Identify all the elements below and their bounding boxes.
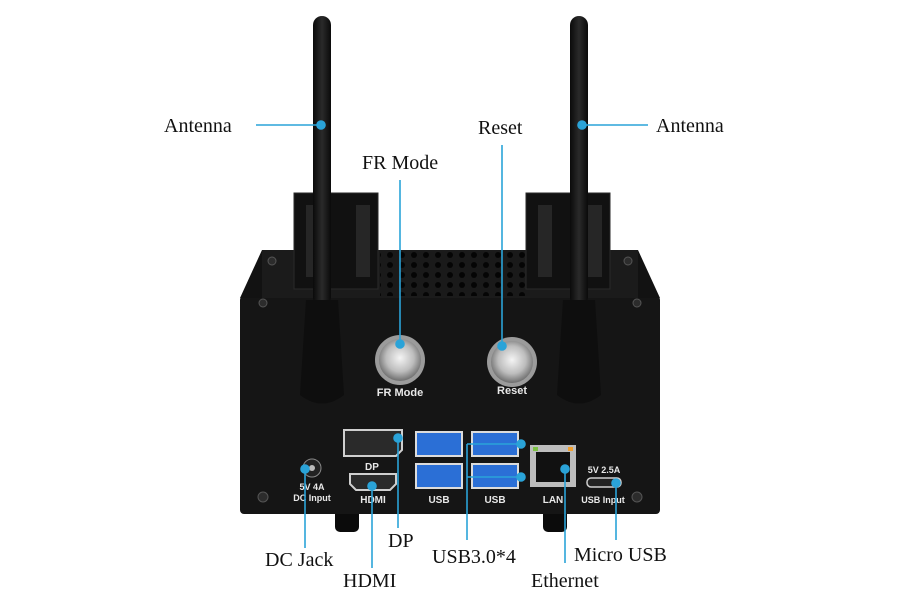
reset-button xyxy=(487,337,537,387)
callout-ethernet: Ethernet xyxy=(531,570,599,592)
vent-grille xyxy=(380,252,530,296)
microusb-input-label: USB Input xyxy=(581,495,625,505)
fr-mode-button-label: FR Mode xyxy=(377,387,423,399)
dc-input-label: DC Input xyxy=(293,493,331,503)
dp-port-label: DP xyxy=(365,462,379,473)
dc-rating-label: 5V 4A xyxy=(299,482,325,492)
usb-right-label: USB xyxy=(484,495,505,506)
dp-port xyxy=(343,429,403,457)
callout-antenna-right: Antenna xyxy=(656,115,724,137)
antenna-right xyxy=(557,16,601,404)
reset-button-label: Reset xyxy=(497,385,527,397)
enclosure-top-edge-right xyxy=(638,250,660,298)
callout-dc-jack: DC Jack xyxy=(265,549,334,571)
callout-reset: Reset xyxy=(478,117,523,139)
enclosure-top-edge-left xyxy=(240,250,262,298)
antenna-left xyxy=(300,16,344,404)
fr-mode-button xyxy=(375,335,425,385)
callout-antenna-left: Antenna xyxy=(164,115,232,137)
callout-dp: DP xyxy=(388,530,414,552)
leader-lines xyxy=(256,120,648,568)
callout-fr-mode: FR Mode xyxy=(362,152,439,174)
hdmi-port-label: HDMI xyxy=(360,495,386,506)
callout-usb30: USB3.0*4 xyxy=(432,546,516,568)
microusb-rating-label: 5V 2.5A xyxy=(588,465,621,475)
lan-port xyxy=(530,445,576,487)
screws xyxy=(257,256,643,503)
lan-port-label: LAN xyxy=(543,495,564,506)
callout-hdmi: HDMI xyxy=(343,570,397,592)
callout-micro-usb: Micro USB xyxy=(574,544,667,566)
usb-left-label: USB xyxy=(428,495,449,506)
usb-ports xyxy=(415,431,519,489)
